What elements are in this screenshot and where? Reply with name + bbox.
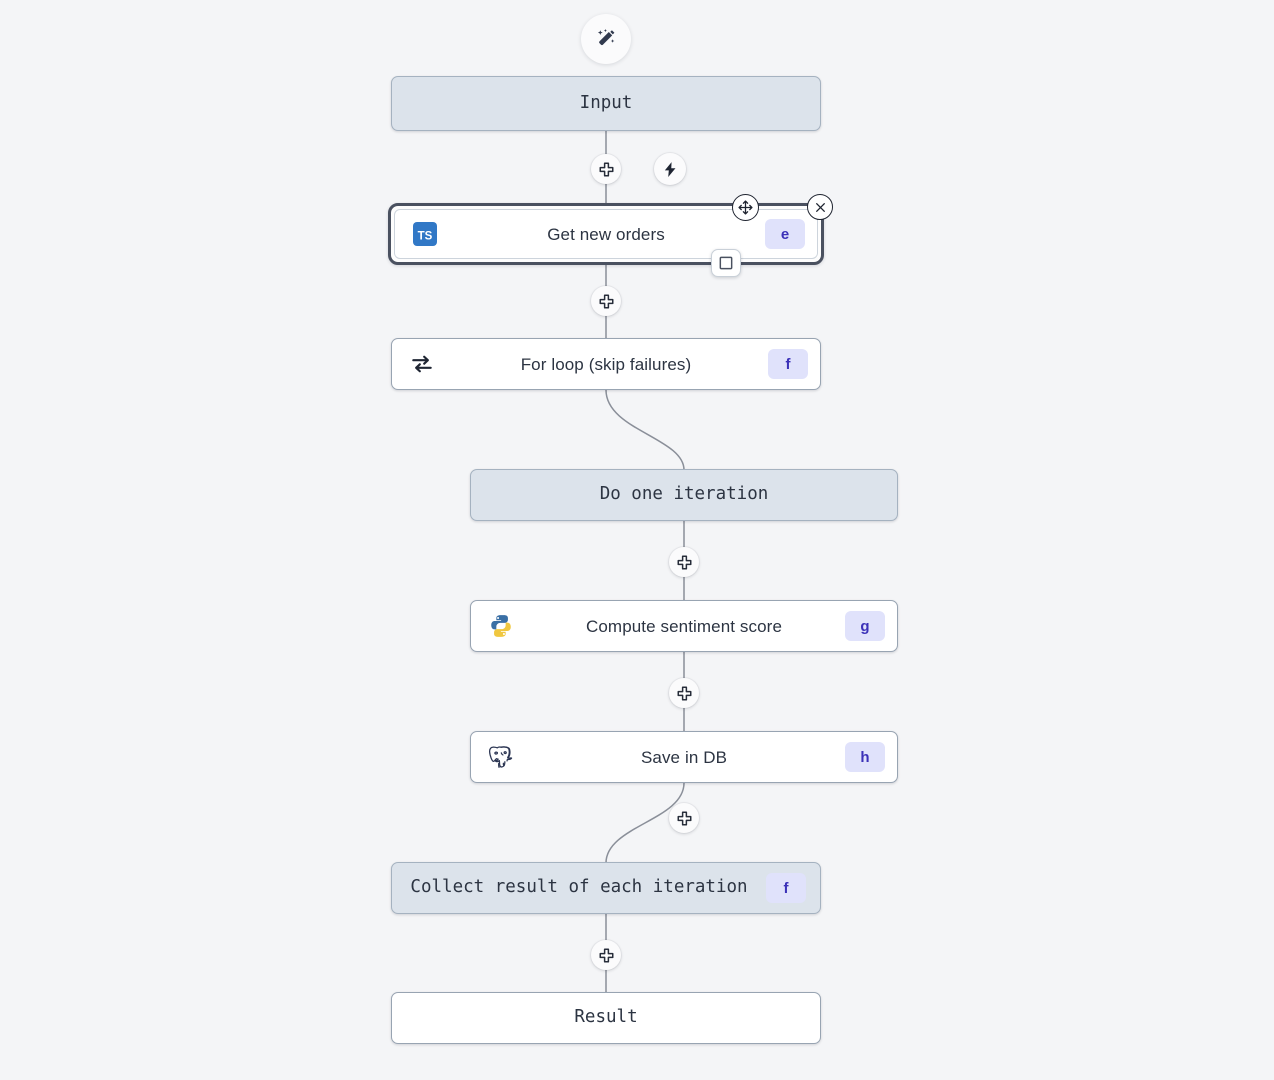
typescript-icon: TS xyxy=(411,220,439,248)
add-step-button-after-collect-result[interactable] xyxy=(591,940,621,970)
node-collect-result-badge: f xyxy=(766,873,806,903)
python-icon xyxy=(487,612,515,640)
node-save-in-db-badge: h xyxy=(845,742,885,772)
node-get-new-orders-selection[interactable]: TS Get new orders e xyxy=(388,203,824,265)
node-get-new-orders-label: Get new orders xyxy=(547,224,665,244)
node-collect-result-label: Collect result of each iteration xyxy=(410,877,748,898)
postgresql-icon xyxy=(487,743,515,771)
select-node-checkbox[interactable] xyxy=(711,249,741,277)
magic-wand-icon xyxy=(597,29,615,45)
loop-icon xyxy=(408,350,436,378)
node-for-loop-badge: f xyxy=(768,349,808,379)
plus-icon xyxy=(599,948,613,962)
add-step-button-after-do-one-iteration[interactable] xyxy=(669,547,699,577)
add-step-button-after-get-new-orders[interactable] xyxy=(591,286,621,316)
checkbox-unchecked-icon xyxy=(719,256,733,270)
node-compute-sentiment-score-badge: g xyxy=(845,611,885,641)
plus-icon xyxy=(599,294,613,308)
plus-icon xyxy=(677,555,691,569)
close-x-icon xyxy=(815,202,825,212)
node-compute-sentiment-score-label: Compute sentiment score xyxy=(586,616,782,636)
plus-icon xyxy=(677,811,691,825)
node-save-in-db-label: Save in DB xyxy=(640,747,728,767)
node-save-in-db[interactable]: Save in DB h xyxy=(470,731,898,783)
node-do-one-iteration[interactable]: Do one iteration xyxy=(470,469,898,521)
node-input[interactable]: Input xyxy=(391,76,821,131)
node-collect-result[interactable]: Collect result of each iteration f xyxy=(391,862,821,914)
node-input-label: Input xyxy=(579,92,633,113)
move-arrows-icon xyxy=(738,200,753,215)
node-result-label: Result xyxy=(574,1007,638,1028)
node-result[interactable]: Result xyxy=(391,992,821,1044)
add-step-button-after-save-in-db[interactable] xyxy=(669,803,699,833)
plus-icon xyxy=(599,162,613,176)
close-node-button[interactable] xyxy=(807,194,833,220)
node-compute-sentiment-score[interactable]: Compute sentiment score g xyxy=(470,600,898,652)
add-step-button-after-input[interactable] xyxy=(591,154,621,184)
plus-icon xyxy=(677,686,691,700)
svg-text:TS: TS xyxy=(418,231,433,243)
add-step-button-after-compute-sentiment-score[interactable] xyxy=(669,678,699,708)
lightning-bolt-icon xyxy=(664,161,675,177)
node-do-one-iteration-label: Do one iteration xyxy=(599,484,769,505)
ai-assistant-button[interactable] xyxy=(581,14,631,64)
node-get-new-orders-badge: e xyxy=(765,219,805,249)
node-get-new-orders[interactable]: TS Get new orders e xyxy=(394,209,818,259)
node-for-loop[interactable]: For loop (skip failures) f xyxy=(391,338,821,390)
move-node-handle[interactable] xyxy=(732,194,759,221)
trigger-button[interactable] xyxy=(654,153,686,185)
node-for-loop-label: For loop (skip failures) xyxy=(520,354,692,374)
